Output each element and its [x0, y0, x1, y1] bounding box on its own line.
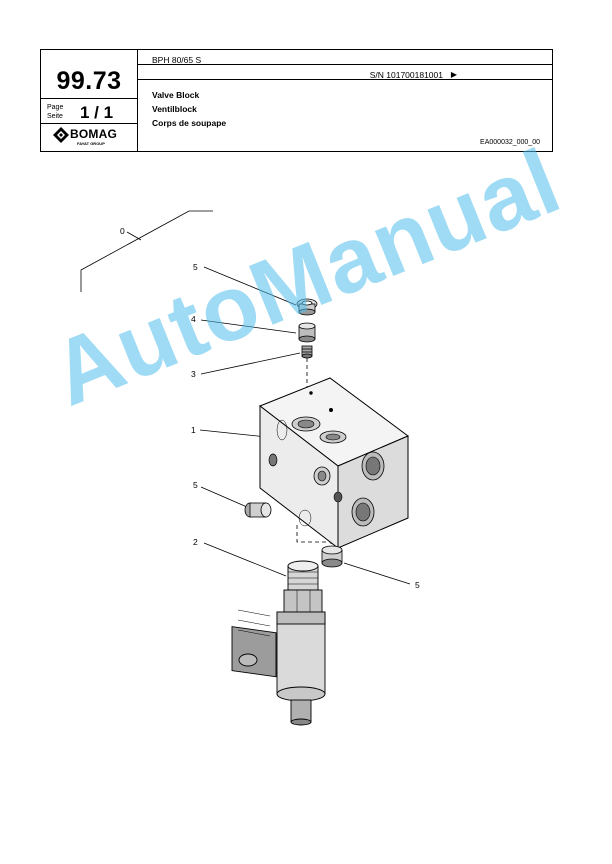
header-left-panel — [41, 50, 138, 151]
plug-5-left — [244, 502, 272, 518]
callout-0: 0 — [120, 226, 125, 236]
bomag-logo-icon — [53, 127, 69, 143]
leader-3 — [200, 352, 301, 375]
rule-model — [137, 64, 552, 65]
leader-2 — [203, 542, 287, 577]
callout-5-right: 5 — [415, 580, 420, 590]
pressure-switch-2 — [231, 560, 326, 726]
leader-1 — [199, 429, 268, 438]
seal-ring-4 — [298, 322, 316, 343]
page-number: 1 / 1 — [80, 103, 114, 122]
title-de: Ventilblock — [152, 104, 197, 114]
assembly-titles: Valve Block Ventilblock Corps de soupape — [152, 88, 226, 130]
callout-1: 1 — [191, 425, 196, 435]
callout-2: 2 — [193, 537, 198, 547]
machine-model: BPH 80/65 S — [152, 55, 202, 65]
leader-5-top — [203, 266, 297, 306]
logo-text: BOMAG — [70, 127, 117, 141]
leader-0 — [126, 231, 142, 241]
rule-page — [41, 123, 137, 124]
plug-5-right — [321, 545, 343, 568]
serial-arrow-icon: ▶ — [450, 70, 457, 79]
callout-4: 4 — [191, 314, 196, 324]
callout-5-left: 5 — [193, 480, 198, 490]
rule-partno — [41, 98, 137, 99]
page-label-de: Seite — [47, 113, 63, 120]
header-block: 99.73 Page Seite 1 / 1 BOMAG FAYAT GROUP… — [40, 49, 553, 152]
centerline-bottom — [296, 525, 332, 548]
bomag-logo: BOMAG FAYAT GROUP — [53, 127, 131, 147]
serial-number: S/N 101700181001 — [369, 70, 443, 80]
title-en: Valve Block — [152, 90, 200, 100]
rule-serial — [137, 79, 552, 80]
part-number: 99.73 — [56, 67, 122, 95]
title-fr: Corps de soupape — [152, 118, 227, 128]
assembly-bracket — [80, 210, 213, 292]
valve-block-1 — [258, 377, 409, 550]
plug-5-top — [296, 298, 318, 316]
leader-4 — [200, 319, 297, 334]
leader-5-left — [200, 486, 248, 508]
logo-subtext: FAYAT GROUP — [77, 141, 105, 146]
document-reference: EA000032_000_00 — [480, 139, 540, 146]
callout-5-top: 5 — [193, 262, 198, 272]
orifice-3 — [301, 345, 313, 359]
callout-3: 3 — [191, 369, 196, 379]
leader-5-right — [343, 562, 411, 585]
page-label-en: Page — [47, 104, 64, 111]
